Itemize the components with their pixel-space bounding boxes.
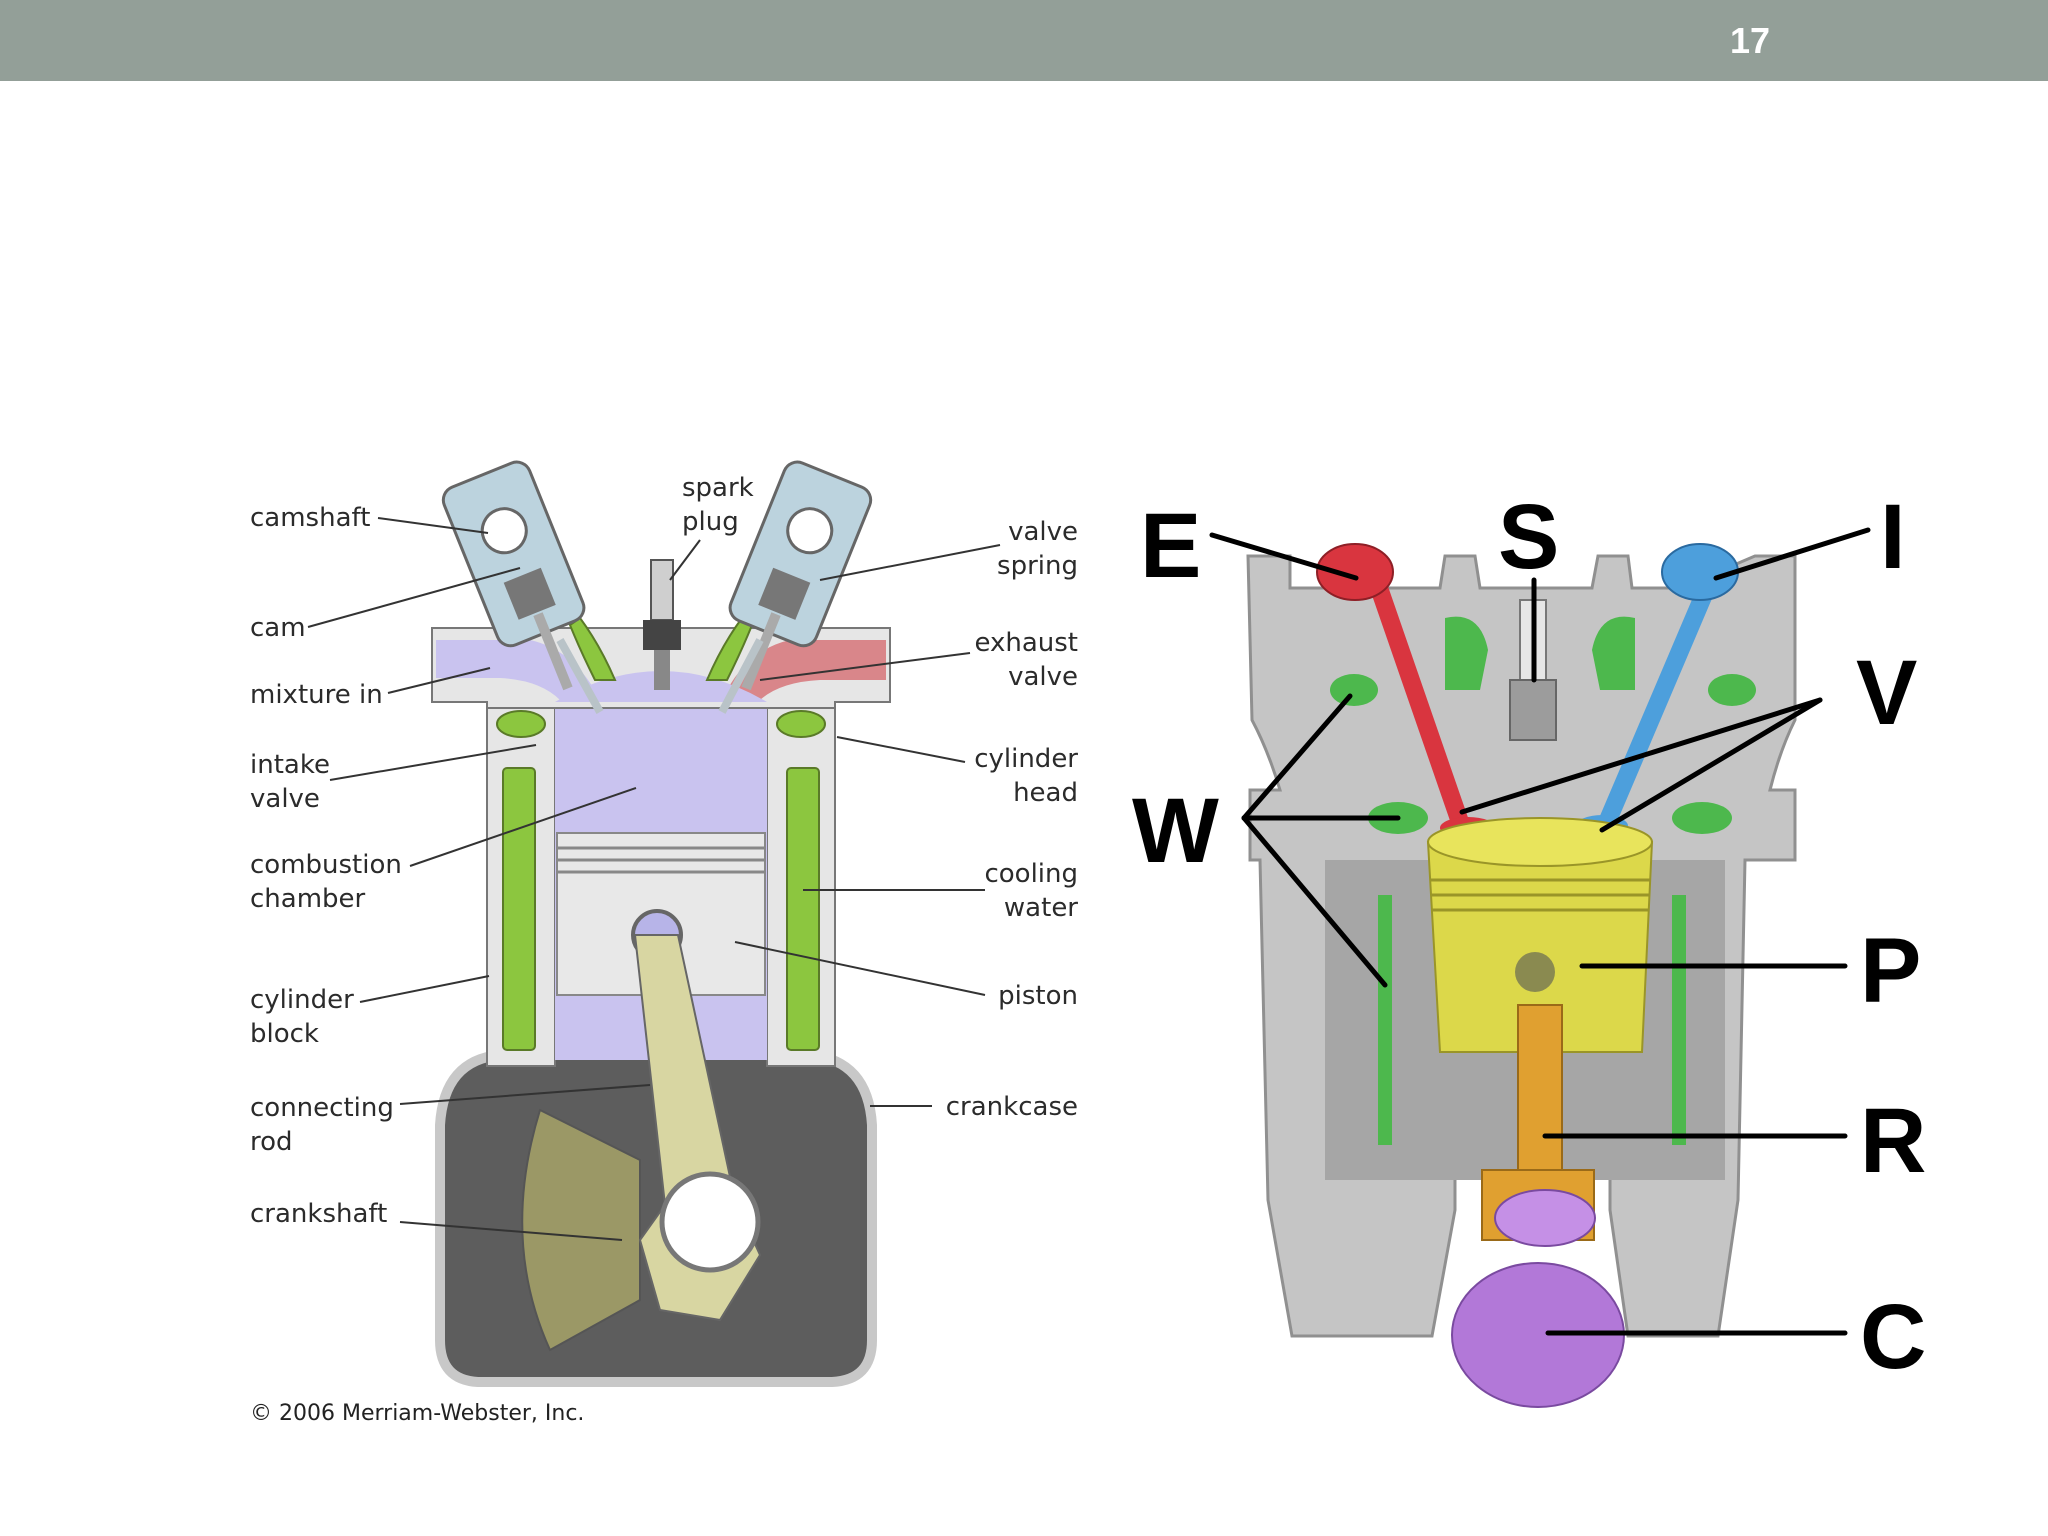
copyright-notice: © 2006 Merriam-Webster, Inc. [250,1401,584,1426]
head-coolant-right [705,616,754,681]
label-exhaust-valve-1: exhaust [974,628,1078,658]
letter-W: W [1132,780,1219,882]
leader-spark-plug [669,539,701,581]
spark-plug-tip [654,650,670,690]
letter-E: E [1140,495,1201,597]
water-jacket-7 [1378,895,1392,1145]
coolant-passage-left [502,767,536,1051]
leader-valve-spring [819,544,1001,581]
water-jacket-2 [1708,674,1756,706]
label-cylinder-block-1: cylinder [250,985,354,1015]
exhaust-valve-stem [718,638,764,714]
label-intake-valve-1: intake [250,750,330,780]
water-jacket-5 [1445,616,1488,690]
exhaust-valve [1369,582,1469,825]
slide-header-bar: 17 [0,0,2048,81]
water-jacket-6 [1592,616,1635,690]
rh-piston-top [1427,817,1653,867]
leader-V-2 [1599,697,1823,833]
label-crankcase: crankcase [946,1092,1078,1122]
label-cylinder-head-2: head [1013,778,1078,808]
label-cylinder-block-2: block [250,1019,319,1049]
label-cooling-water-1: cooling [984,859,1078,889]
leader-W-1 [1241,693,1353,821]
rh-spark-plug-body [1509,679,1557,741]
exhaust-rocker [1316,543,1394,601]
label-spark-plug-2: plug [682,507,739,537]
cam-housing-right [728,460,873,691]
labeled-engine-cross-section: camshaft cam mixture in intake valve com… [250,460,1078,1426]
leader-E [1209,532,1359,581]
label-combustion-chamber-2: chamber [250,884,366,914]
label-cooling-water-2: water [1004,893,1078,923]
label-mixture-in: mixture in [250,680,383,710]
leader-I [1713,527,1871,581]
letter-V: V [1856,642,1917,744]
intake-rocker [1661,543,1739,601]
coolant-head-left [496,710,546,738]
label-connecting-rod-1: connecting [250,1093,394,1123]
spark-plug-nut [643,620,681,650]
leader-intake-valve [329,744,537,781]
label-cylinder-head-1: cylinder [974,744,1078,774]
label-piston: piston [998,981,1078,1011]
cam-housing-left [441,460,586,691]
rh-crank-pin [1494,1189,1596,1247]
intake-valve [1599,581,1717,824]
letter-C: C [1860,1286,1926,1388]
label-crankshaft: crankshaft [250,1199,387,1229]
leader-cylinder-head [836,736,966,763]
letter-P: P [1860,920,1921,1022]
leader-V-1 [1459,697,1823,815]
intake-valve-stem [556,638,604,714]
leader-crankshaft [399,1221,623,1241]
leader-combustion-chamber [409,787,637,867]
letter-S: S [1498,486,1559,588]
letter-I: I [1880,486,1906,588]
crank-journal [659,1171,761,1273]
label-valve-spring-2: spring [997,551,1078,581]
coolant-head-right [776,710,826,738]
coolant-passage-right [786,767,820,1051]
water-jacket-1 [1330,674,1378,706]
leader-camshaft [377,517,489,534]
label-combustion-chamber-1: combustion [250,850,402,880]
leader-mixture-in [387,667,491,694]
water-jacket-8 [1672,895,1686,1145]
label-camshaft: camshaft [250,503,370,533]
spark-plug [650,559,674,621]
label-valve-spring-1: valve [1008,517,1078,547]
leader-cylinder-block [359,975,490,1003]
leader-exhaust-valve [759,652,971,681]
leader-W-3 [1241,815,1388,988]
label-cam: cam [250,613,306,643]
water-jacket-4 [1672,802,1732,834]
label-exhaust-valve-2: valve [1008,662,1078,692]
rh-wrist-pin [1515,952,1555,992]
lettered-engine-cutaway: E S I V W P R C [1132,486,1926,1408]
label-connecting-rod-2: rod [250,1127,293,1157]
crank-counterweight [521,1108,641,1352]
leader-connecting-rod [399,1084,651,1105]
label-spark-plug-1: spark [682,473,754,503]
leader-piston [734,941,986,996]
head-coolant-left [568,616,617,681]
label-intake-valve-2: valve [250,784,320,814]
leader-cam [307,567,521,628]
letter-R: R [1860,1090,1926,1192]
page-number: 17 [1729,20,1771,61]
